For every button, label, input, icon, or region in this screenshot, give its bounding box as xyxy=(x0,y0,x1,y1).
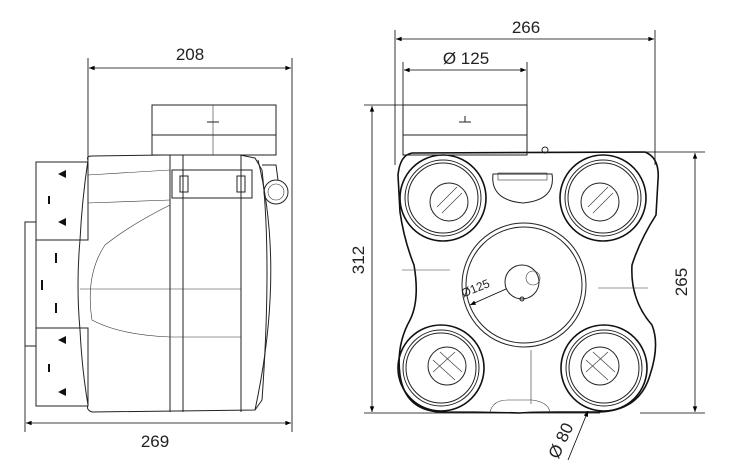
dimension-label: 265 xyxy=(672,268,691,296)
dimension-label: 208 xyxy=(176,45,204,64)
port-center xyxy=(461,222,587,348)
dimension-266: 266 xyxy=(395,18,654,42)
mounting-plate xyxy=(24,221,37,347)
side-view: 208 269 xyxy=(24,45,293,451)
dimension-label: 266 xyxy=(512,18,540,37)
port-top-left xyxy=(399,154,487,242)
dimension-label: Ø125 xyxy=(459,276,492,300)
port-bottom-left xyxy=(397,324,485,412)
front-view: 266 Ø 125 312 265 xyxy=(349,18,705,461)
unit-body xyxy=(77,154,268,413)
dimension-312: 312 xyxy=(349,106,375,413)
port-bottom-right xyxy=(560,324,648,412)
dimension-label: 312 xyxy=(349,246,368,274)
dimension-label: Ø 80 xyxy=(545,420,578,461)
side-port xyxy=(263,179,289,205)
handle xyxy=(492,173,553,204)
connector-upper xyxy=(35,161,89,241)
dimension-265: 265 xyxy=(672,153,698,413)
dimension-duct-125: Ø 125 xyxy=(403,49,526,73)
dimension-269: 269 xyxy=(26,420,292,451)
port-top-right xyxy=(559,154,647,242)
connector-lower xyxy=(35,327,89,407)
dimension-label: Ø 125 xyxy=(443,49,489,68)
dimension-port-80: Ø 80 xyxy=(545,410,589,461)
dimension-208: 208 xyxy=(89,45,292,71)
unit-body xyxy=(397,151,660,414)
dimension-label: 269 xyxy=(141,432,169,451)
top-duct xyxy=(151,104,277,136)
